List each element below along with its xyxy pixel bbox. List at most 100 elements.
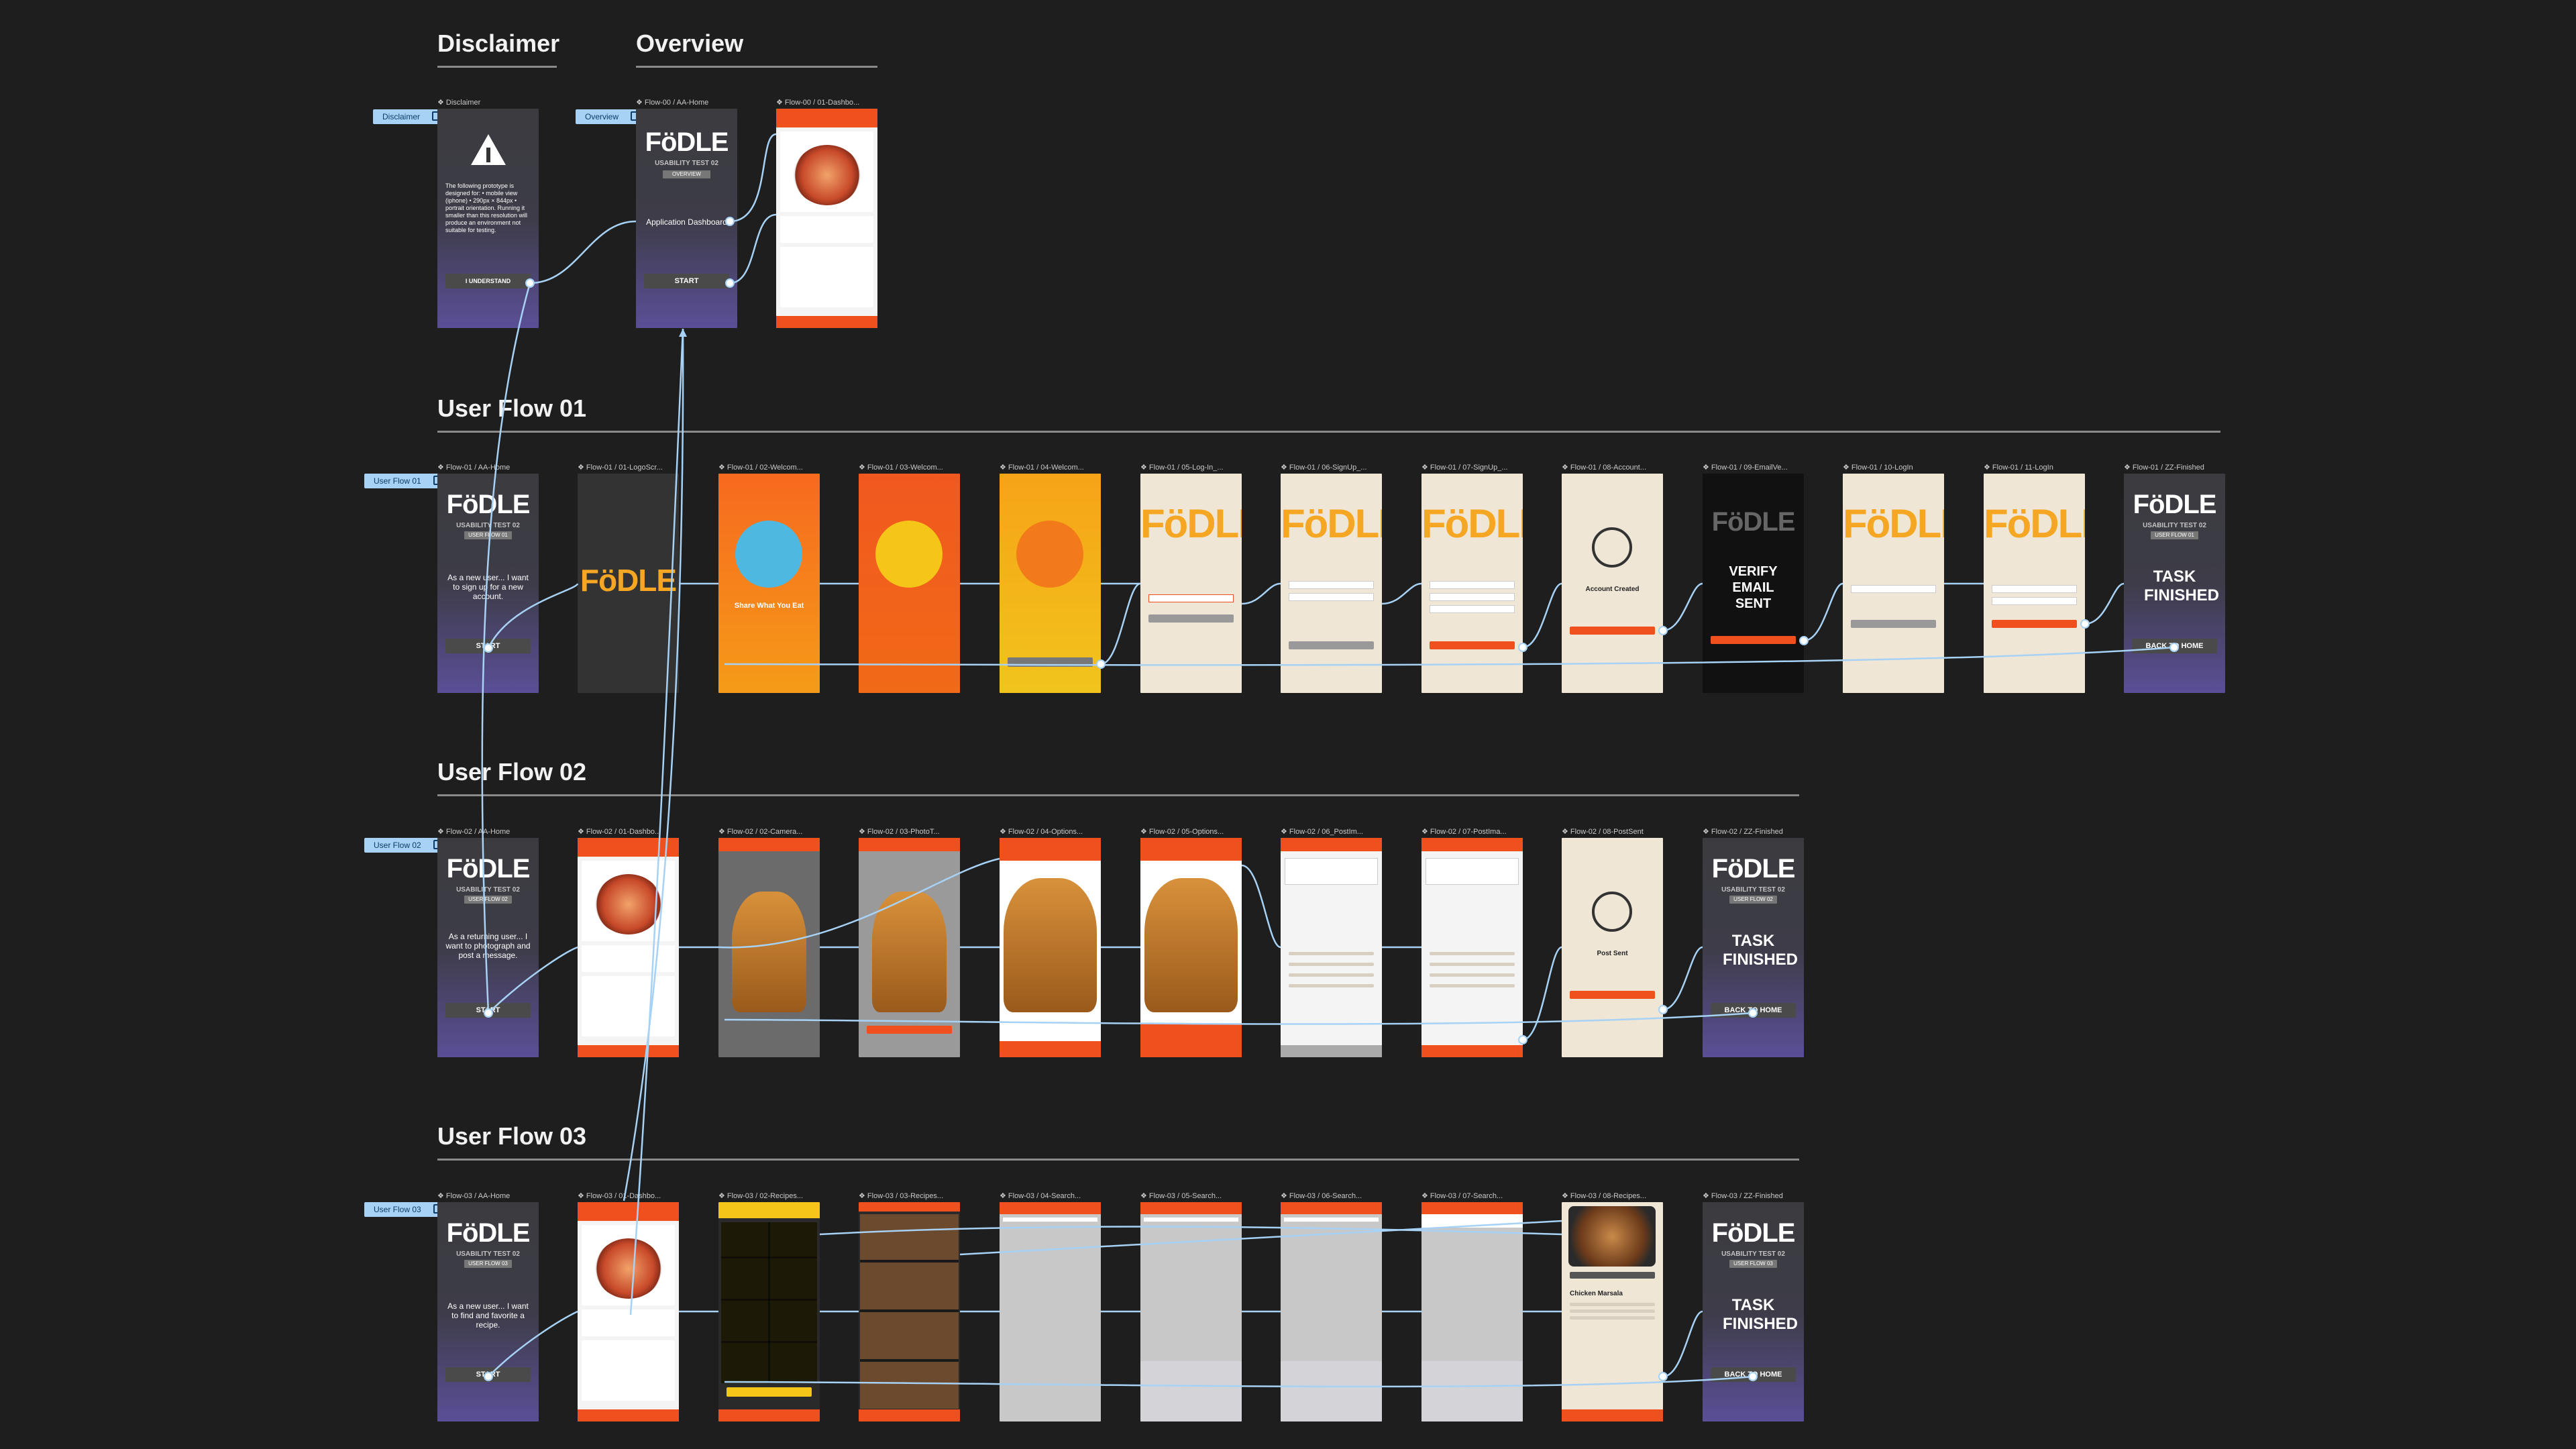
frame-flow02-options-2[interactable] [1140,838,1242,1057]
login-button[interactable] [1851,620,1936,628]
frame-flow02-camera[interactable] [718,838,820,1057]
share-option[interactable] [1430,952,1515,955]
frame-flow02-dashboard[interactable] [578,838,679,1057]
back-home-button[interactable]: BACK TO HOME [1711,1003,1796,1018]
start-button[interactable]: START [445,1003,531,1018]
share-option[interactable] [1430,963,1515,966]
post-button[interactable] [1421,1045,1523,1057]
start-button[interactable]: START [445,1367,531,1382]
post-button[interactable] [1281,1045,1382,1057]
login-field[interactable] [1992,585,2077,593]
share-option[interactable] [1289,963,1374,966]
frame-flow01-welcome-2[interactable] [859,474,960,693]
keyboard[interactable] [1421,1361,1523,1421]
post-card[interactable] [780,216,873,243]
continue-button[interactable] [1570,627,1655,635]
add-to-meal-plan-button[interactable] [1570,1272,1655,1279]
frame-flow03-recipes-2[interactable] [859,1202,960,1421]
frame-flow03-dashboard[interactable] [578,1202,679,1421]
get-started-button[interactable] [1008,657,1093,667]
frame-flow02-photo-taken[interactable] [859,838,960,1057]
signup-field[interactable] [1430,581,1515,589]
signup-field[interactable] [1430,593,1515,601]
keyboard[interactable] [1140,1361,1242,1421]
open-email-button[interactable] [1711,636,1796,644]
search-input[interactable] [1002,1217,1098,1222]
start-button[interactable]: START [445,639,531,653]
flow-tag-flow02[interactable]: User Flow 02 [364,838,448,853]
post-card[interactable] [582,945,675,972]
frame-disclaimer[interactable]: The following prototype is designed for:… [437,109,539,328]
login-field[interactable] [1851,585,1936,593]
caption-field[interactable] [1426,858,1519,885]
back-home-button[interactable]: BACK TO HOME [1711,1367,1796,1382]
share-option[interactable] [1289,952,1374,955]
post-card[interactable] [582,1225,675,1305]
signup-field[interactable] [1289,581,1374,589]
post-card[interactable] [780,247,873,307]
frame-flow01-login-3[interactable]: FöDLE [1984,474,2085,693]
frame-flow03-recipes-1[interactable] [718,1202,820,1421]
frame-flow03-search-3[interactable] [1281,1202,1382,1421]
start-cooking-button[interactable] [1562,1409,1663,1421]
post-card[interactable] [582,1340,675,1401]
keyboard[interactable] [1281,1361,1382,1421]
flow-tag-flow01[interactable]: User Flow 01 [364,474,448,488]
caption-field[interactable] [1285,858,1378,885]
frame-flow02-options-1[interactable] [1000,838,1101,1057]
frame-flow01-welcome-1[interactable]: Share What You Eat [718,474,820,693]
frame-flow01-welcome-3[interactable] [1000,474,1101,693]
frame-overview-dashboard[interactable] [776,109,877,328]
post-card[interactable] [780,131,873,212]
frame-flow02-finished[interactable]: FöDLE USABILITY TEST 02 USER FLOW 02 TAS… [1703,838,1804,1057]
frame-flow01-login-2[interactable]: FöDLE [1843,474,1944,693]
login-button[interactable] [1992,620,2077,628]
frame-flow01-email-verify[interactable]: FöDLE VERIFY EMAIL SENT [1703,474,1804,693]
search-input[interactable] [1143,1217,1239,1222]
recipe-grid[interactable] [721,1222,817,1383]
back-home-button[interactable]: BACK TO HOME [2132,639,2217,653]
frame-flow03-home[interactable]: FöDLE USABILITY TEST 02 USER FLOW 03 As … [437,1202,539,1421]
search-result[interactable] [1421,1214,1523,1228]
post-card[interactable] [582,1309,675,1336]
post-card[interactable] [582,861,675,941]
frame-flow01-home[interactable]: FöDLE USABILITY TEST 02 USER FLOW 01 As … [437,474,539,693]
search-input[interactable] [1283,1217,1379,1222]
frame-flow02-post-sent[interactable]: Post Sent [1562,838,1663,1057]
signup-button[interactable] [1289,641,1374,649]
share-option[interactable] [1289,984,1374,987]
done-button[interactable] [1570,991,1655,999]
frame-flow03-finished[interactable]: FöDLE USABILITY TEST 02 USER FLOW 03 TAS… [1703,1202,1804,1421]
signup-field[interactable] [1289,593,1374,601]
login-button[interactable] [1148,614,1234,623]
frame-flow01-signup-2[interactable]: FöDLE [1421,474,1523,693]
login-field[interactable] [1148,594,1234,602]
frame-flow02-post-image-1[interactable] [1281,838,1382,1057]
post-card[interactable] [582,976,675,1036]
frame-flow03-search-1[interactable] [1000,1202,1101,1421]
flow-tag-disclaimer[interactable]: Disclaimer [373,109,447,124]
start-button[interactable]: START [644,274,729,288]
frame-flow01-signup-1[interactable]: FöDLE [1281,474,1382,693]
recipe-list[interactable] [860,1214,959,1409]
flow-tag-flow03[interactable]: User Flow 03 [364,1202,448,1217]
understand-button[interactable]: I UNDERSTAND [445,274,531,288]
signup-button[interactable] [1430,641,1515,649]
frame-flow01-logo-screen[interactable]: FöDLE [578,474,679,693]
login-field[interactable] [1992,597,2077,605]
use-photo-button[interactable] [867,1026,952,1034]
frame-flow02-home[interactable]: FöDLE USABILITY TEST 02 USER FLOW 02 As … [437,838,539,1057]
flow-tag-overview[interactable]: Overview [576,109,646,124]
frame-flow02-post-image-2[interactable] [1421,838,1523,1057]
frame-flow03-search-4[interactable] [1421,1202,1523,1421]
ingredients-button[interactable] [727,1387,812,1397]
frame-flow03-search-2[interactable] [1140,1202,1242,1421]
frame-flow01-login[interactable]: FöDLE [1140,474,1242,693]
share-option[interactable] [1430,984,1515,987]
frame-flow03-recipe-detail[interactable]: Chicken Marsala [1562,1202,1663,1421]
frame-flow01-account-created[interactable]: Account Created [1562,474,1663,693]
signup-field[interactable] [1430,605,1515,613]
frame-flow01-finished[interactable]: FöDLE USABILITY TEST 02 USER FLOW 01 TAS… [2124,474,2225,693]
share-option[interactable] [1430,973,1515,977]
share-option[interactable] [1289,973,1374,977]
